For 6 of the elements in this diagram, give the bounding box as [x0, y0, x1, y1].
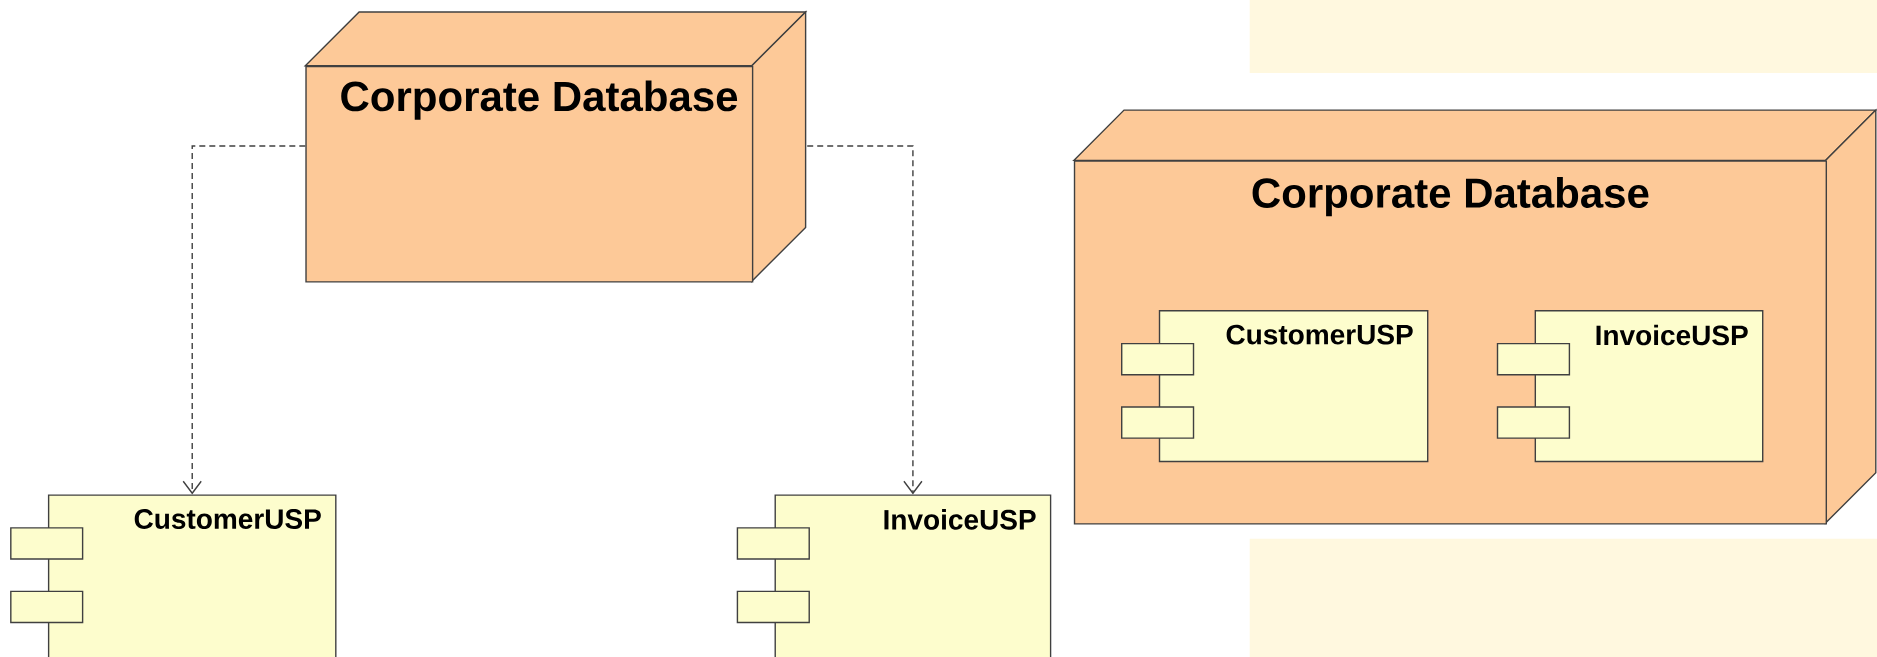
component-box: InvoiceUSP [1496, 310, 1764, 463]
component-box: InvoiceUSP [736, 494, 1052, 657]
component-box: CustomerUSP [1121, 310, 1429, 463]
dependency-arrow [182, 145, 306, 495]
dependency-arrow [806, 145, 923, 495]
component-box: CustomerUSP [10, 494, 337, 657]
